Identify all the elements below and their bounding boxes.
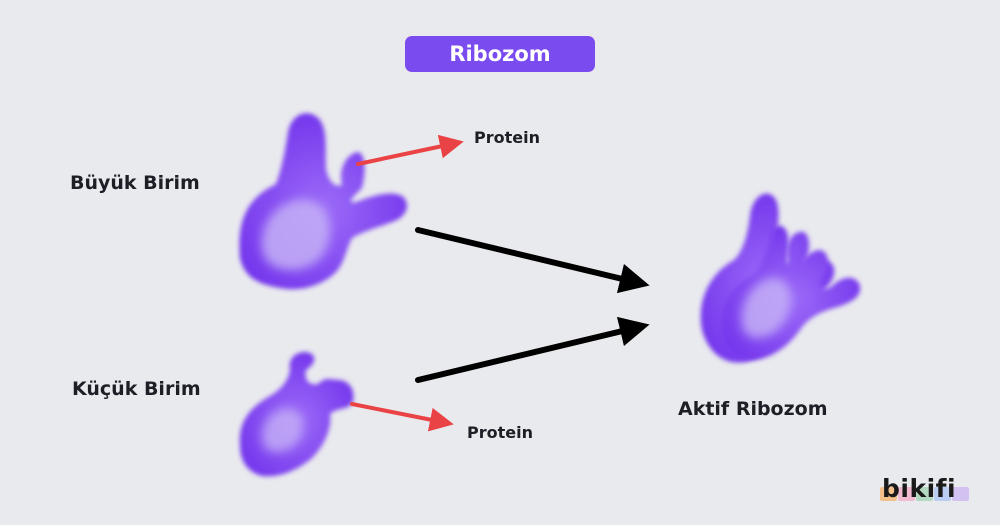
brand-stripe (952, 487, 969, 501)
large-subunit-shape (239, 113, 407, 290)
active-ribosome-shape (700, 193, 861, 363)
protein-label-top: Protein (474, 128, 540, 147)
small-subunit-label: Küçük Birim (72, 378, 201, 400)
brand-stripes (880, 487, 969, 501)
protein-label-bottom: Protein (467, 423, 533, 442)
brand-stripe (934, 487, 951, 501)
assembly-arrow-top (415, 227, 650, 294)
protein-arrow-bottom (350, 402, 454, 432)
brand-logo: bikifi (880, 474, 976, 508)
brand-stripe (880, 487, 897, 501)
active-ribosome-label: Aktif Ribozom (678, 398, 828, 420)
brand-stripe (898, 487, 915, 501)
small-subunit-shape (239, 352, 354, 477)
protein-arrow-top (356, 134, 464, 166)
assembly-arrow-bottom (415, 316, 650, 383)
large-subunit-label: Büyük Birim (70, 172, 200, 194)
brand-stripe (916, 487, 933, 501)
brand-wordmark: bikifi (882, 474, 957, 503)
title-badge: Ribozom (405, 36, 595, 72)
